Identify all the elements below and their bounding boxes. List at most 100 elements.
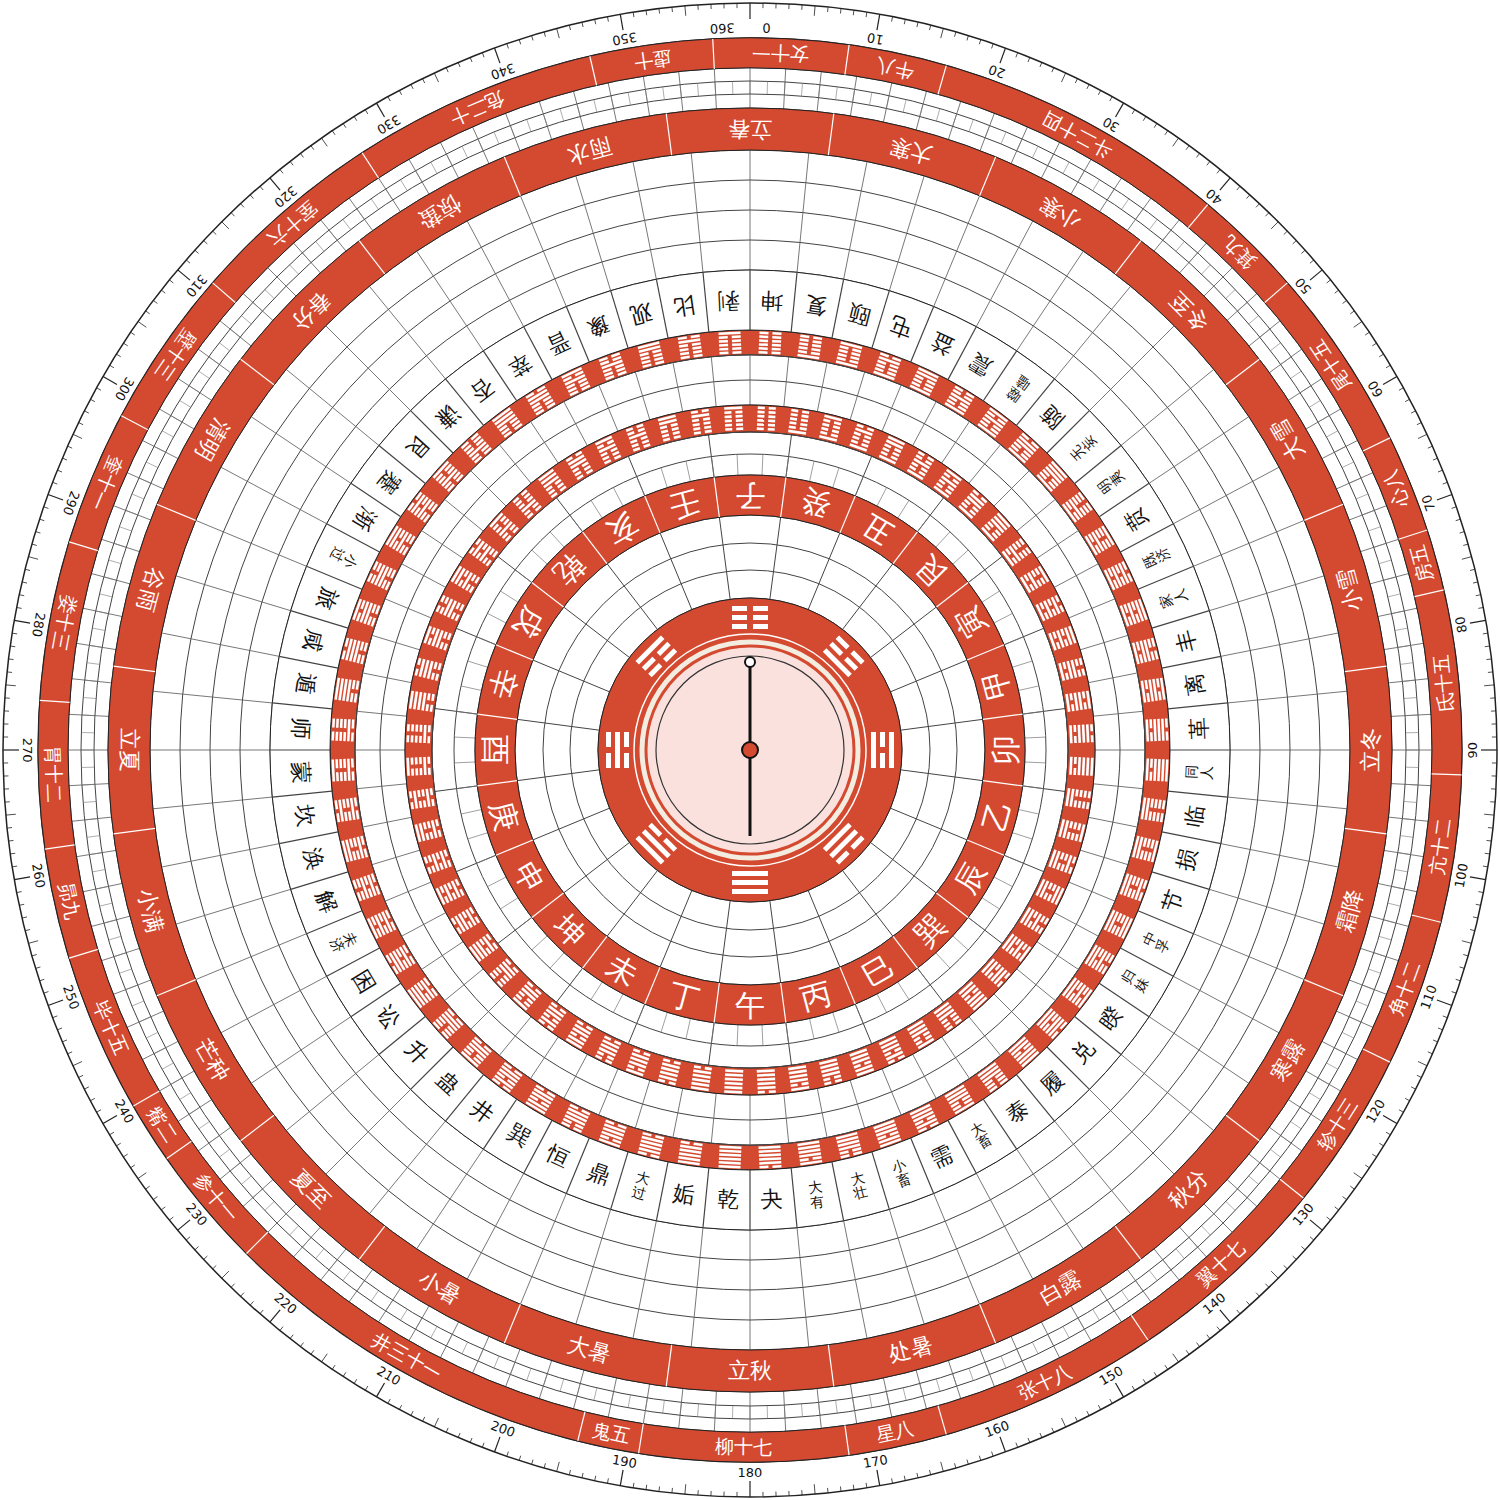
- degree-tick: [749, 1481, 750, 1497]
- ring-divider: [698, 83, 699, 96]
- yang-line: [1038, 566, 1049, 583]
- ring-divider: [209, 1136, 220, 1144]
- yang-line: [639, 1147, 661, 1155]
- ring-divider: [1406, 767, 1419, 768]
- degree-tick: [458, 62, 460, 67]
- yang-line: [724, 1090, 742, 1093]
- degree-tick: [1000, 48, 1005, 63]
- ring-divider: [1204, 268, 1232, 296]
- yin-line: [343, 732, 346, 741]
- ring-divider: [1071, 159, 1091, 194]
- degree-tick: [411, 84, 413, 88]
- yin-line: [354, 797, 358, 806]
- degree-tick: [53, 482, 58, 484]
- degree-tick: [22, 917, 27, 918]
- degree-tick: [28, 941, 38, 944]
- ring-divider: [698, 1404, 699, 1417]
- yang-line: [1078, 757, 1081, 775]
- hexagram-symbol: [638, 341, 665, 368]
- ring-divider: [850, 372, 865, 420]
- yin-line: [663, 438, 670, 442]
- ring-divider: [844, 1221, 867, 1339]
- degree-tick: [365, 110, 368, 114]
- ring-divider: [1121, 1055, 1214, 1131]
- ring-divider: [817, 1088, 827, 1137]
- ring-divider: [1379, 560, 1391, 564]
- ring-divider: [446, 154, 452, 166]
- ring-divider: [850, 76, 856, 116]
- yin-line: [1082, 801, 1086, 808]
- yang-line: [789, 1074, 807, 1079]
- ring-divider: [976, 221, 1033, 327]
- ring-divider: [633, 1221, 656, 1339]
- ring-divider: [732, 81, 733, 94]
- degree-tick: [1365, 332, 1369, 335]
- yin-line: [443, 631, 448, 638]
- yin-line: [719, 344, 728, 347]
- yin-line: [610, 447, 617, 452]
- degree-tick: [801, 1490, 802, 1495]
- ring-divider: [1017, 139, 1022, 151]
- yin-line: [415, 725, 418, 732]
- yang-line: [718, 1165, 740, 1169]
- yang-line: [719, 1149, 741, 1153]
- ring-divider: [531, 1037, 559, 1079]
- degree-tick: [399, 1405, 401, 1409]
- yin-line: [800, 334, 809, 338]
- degree-tick: [138, 322, 146, 328]
- degree-tick: [736, 1492, 737, 1497]
- degree-tick: [1310, 270, 1322, 280]
- ring-divider: [326, 1089, 411, 1174]
- ring-divider: [882, 385, 901, 431]
- yin-line: [1052, 631, 1057, 638]
- yang-line: [759, 1157, 781, 1161]
- ring-divider: [913, 402, 937, 446]
- hexagram-symbol: [849, 1048, 874, 1076]
- ring-divider: [1204, 1204, 1232, 1232]
- degree-tick: [1335, 1207, 1339, 1210]
- ring-divider: [431, 1327, 437, 1338]
- degree-tick: [1443, 482, 1448, 484]
- ring-divider: [1227, 1180, 1257, 1207]
- ring-divider: [850, 1080, 865, 1128]
- ring-divider: [577, 1384, 580, 1397]
- degree-tick: [6, 814, 16, 816]
- ring-divider: [176, 576, 291, 611]
- ring-divider: [767, 81, 768, 94]
- ring-divider: [1306, 1071, 1341, 1091]
- yang-line: [972, 997, 987, 1011]
- yang-line: [1165, 759, 1169, 781]
- yin-line: [352, 771, 355, 780]
- ring-divider: [817, 363, 827, 412]
- degree-tick: [710, 1491, 711, 1496]
- ring-divider: [953, 114, 957, 126]
- degree-tick: [195, 250, 199, 253]
- degree-tick: [1301, 1246, 1305, 1249]
- yin-line: [898, 1054, 905, 1059]
- yin-line: [811, 352, 820, 356]
- yin-line: [1165, 718, 1168, 727]
- hexagram-symbol: [933, 1002, 962, 1032]
- ring-divider: [886, 1392, 889, 1405]
- yin-line: [335, 759, 338, 768]
- yin-line: [838, 353, 847, 358]
- degree-tick: [73, 434, 82, 438]
- degree-tick: [103, 1116, 117, 1124]
- degree-tick: [1061, 1418, 1065, 1427]
- hexagram-symbol: [879, 1035, 905, 1064]
- yin-line: [1073, 822, 1077, 829]
- hexagram-symbol: [469, 538, 499, 567]
- ring-divider: [96, 886, 109, 889]
- degree-tick: [57, 1028, 62, 1030]
- ring-divider: [1270, 343, 1280, 351]
- yin-line: [336, 813, 340, 822]
- yin-line: [638, 427, 645, 432]
- ring-divider: [510, 1362, 515, 1374]
- hexagram-symbol: [724, 406, 743, 430]
- yin-line: [1083, 702, 1087, 709]
- yin-line: [1158, 800, 1162, 809]
- ring-divider: [1349, 980, 1386, 994]
- yin-line: [344, 812, 348, 821]
- yin-line: [927, 456, 934, 462]
- ring-divider: [801, 1404, 802, 1417]
